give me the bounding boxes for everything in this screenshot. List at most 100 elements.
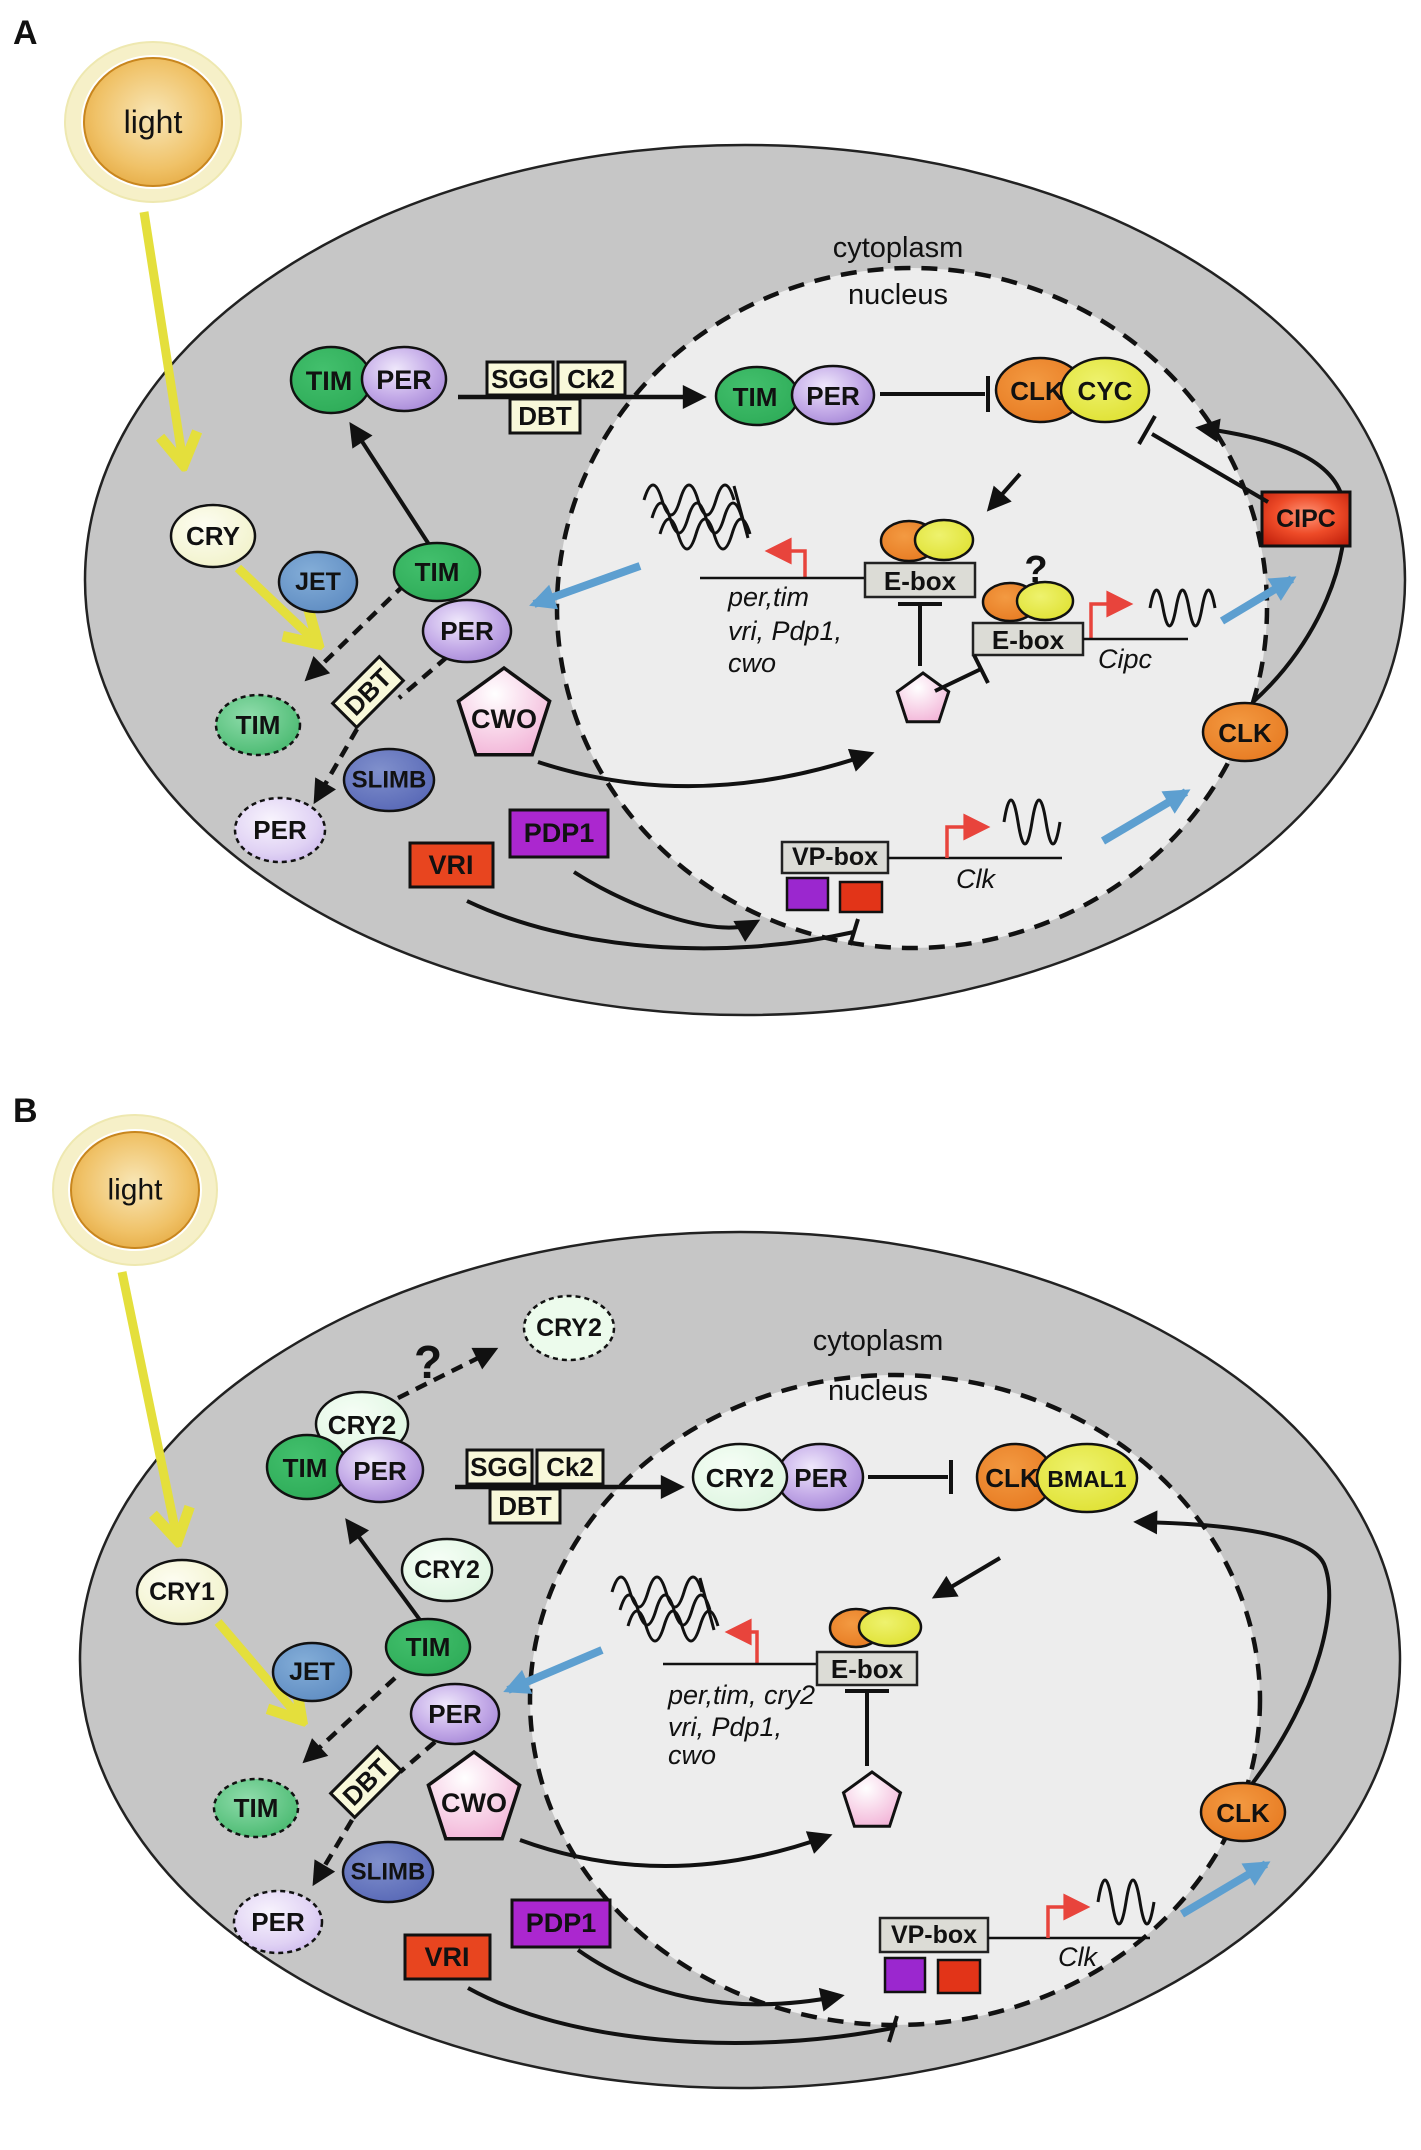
kinase-group-b: SGG Ck2 DBT <box>465 1448 605 1525</box>
clkbmal1-binding-arrow <box>931 1556 1002 1599</box>
per-cplx-label-b: PER <box>353 1456 407 1486</box>
mrna-wave-1 <box>642 483 736 517</box>
cipc-protein: CIPC <box>1260 490 1352 548</box>
tim-degradation-arrow-b <box>302 1676 397 1764</box>
mrna-wave-tail <box>732 485 750 539</box>
mrna-wave-3 <box>658 517 752 551</box>
cwo-nuclear-pentagon-b <box>841 1770 903 1828</box>
per-degraded-label-b: PER <box>251 1907 305 1937</box>
ebox2 <box>971 621 1085 657</box>
clk-ext-label: CLK <box>1218 718 1272 748</box>
clk-ext-oval <box>1201 701 1289 763</box>
tim-free-label: TIM <box>415 557 460 587</box>
mrna-oscillation <box>642 483 752 551</box>
pdp1-activation-arrow <box>572 870 761 942</box>
cwo-entry-arrow <box>537 748 875 789</box>
slimb-oval-b <box>341 1840 435 1904</box>
jet-protein-b: JET <box>271 1641 353 1703</box>
mrna-export-arrow-b <box>503 1646 604 1694</box>
light-arrow-cry <box>234 564 316 642</box>
tim-degraded-label: TIM <box>236 710 281 740</box>
per-label: PER <box>376 365 432 395</box>
jet-oval <box>277 550 359 614</box>
per-free-label-b: PER <box>428 1699 482 1729</box>
gene-list-line3-b: cwo <box>668 1740 716 1770</box>
panel-b: B cytoplasm nucleus light ? CRY2 CRY2 TI… <box>13 1092 1402 2090</box>
ebox2-label: E-box <box>992 625 1065 655</box>
dbt-label2-b: DBT <box>498 1491 552 1521</box>
pdp1-box-b <box>510 1898 612 1949</box>
tim-degraded-oval <box>214 693 302 757</box>
slimb-oval <box>342 747 436 813</box>
tim-free-oval-b <box>384 1617 472 1677</box>
vri-box <box>408 841 495 889</box>
dbt-box2-b <box>488 1487 562 1525</box>
gene-list-line3: cwo <box>728 648 776 678</box>
cry2-nuc-oval <box>691 1442 789 1512</box>
cipc-repression-line <box>1150 432 1270 504</box>
mrna-wave-tail-b <box>698 1577 716 1631</box>
clk-protein-cytoplasm: CLK <box>1201 701 1289 763</box>
light-arrow <box>139 211 183 462</box>
cwo-pentagon-b <box>426 1749 522 1841</box>
per-free-label: PER <box>440 616 494 646</box>
cyc-label: CYC <box>1078 376 1133 406</box>
tim-degraded-label-b: TIM <box>234 1793 279 1823</box>
light-source: light <box>64 41 242 203</box>
per-nuc-oval <box>790 364 876 426</box>
cipc-box <box>1260 490 1352 548</box>
mrna-wave-1-b <box>610 1575 704 1609</box>
vri-label: VRI <box>428 850 473 880</box>
per-free-oval <box>421 598 513 664</box>
clk-mrna-wave-b <box>1096 1878 1156 1926</box>
ebox1-label: E-box <box>884 566 957 596</box>
panel-a: A cytoplasm nucleus light DBT SLIMB TIM … <box>13 14 1407 1017</box>
jet-label: JET <box>295 568 341 596</box>
per-degraded-oval <box>233 796 327 864</box>
dbt-box <box>330 654 406 730</box>
cry2-degraded-label: CRY2 <box>536 1314 602 1342</box>
transcription-arrow-cipc <box>1089 590 1134 638</box>
bmal1-oval <box>1035 1442 1139 1514</box>
transcription-arrow-clk <box>945 813 991 858</box>
vri-repression-line <box>466 899 855 951</box>
cipc-gene-label: Cipc <box>1098 644 1153 674</box>
clk-export-arrow <box>1100 788 1191 845</box>
cwo-protein: CWO <box>456 665 552 757</box>
cwo-tbar2-line <box>934 667 982 693</box>
mrna-wave-2-b <box>618 1593 712 1627</box>
sgg-label-b: SGG <box>470 1452 528 1482</box>
per-oval <box>360 345 448 413</box>
sgg-box <box>485 360 555 397</box>
tim-degraded: TIM <box>214 693 302 757</box>
dbt-box2 <box>508 397 582 435</box>
question-mark: ? <box>1024 549 1047 591</box>
kinase-group: SGG Ck2 DBT <box>485 360 627 435</box>
per-free: PER <box>421 598 513 664</box>
pdp1-protein: PDP1 <box>508 808 610 859</box>
per-nuc-label: PER <box>806 381 860 411</box>
tim-free: TIM <box>392 541 482 603</box>
clk-protein-cytoplasm-b: CLK <box>1199 1781 1287 1843</box>
mrna-wave-2 <box>650 501 744 535</box>
light-arrow-b <box>117 1271 177 1538</box>
ebox-label-b: E-box <box>831 1654 904 1684</box>
cry2-free-label: CRY2 <box>414 1556 480 1584</box>
tim-to-complex-arrow <box>349 421 432 548</box>
clkcyc-binding-arrow <box>986 472 1022 512</box>
slimb-label-b: SLIMB <box>351 1859 426 1886</box>
bmal1-label: BMAL1 <box>1047 1466 1126 1492</box>
cytoplasm-label-b: cytoplasm <box>813 1325 944 1357</box>
tim-cplx-label-b: TIM <box>283 1453 328 1483</box>
per-degraded-label: PER <box>253 815 307 845</box>
clk-mrna-wave <box>1002 798 1062 846</box>
panel-label-b: B <box>13 1092 38 1130</box>
cytoplasm-label: cytoplasm <box>833 232 964 264</box>
vpbox-b <box>878 1916 990 1954</box>
cry1-protein: CRY1 <box>135 1558 229 1626</box>
cry2-degraded: CRY2 <box>522 1294 616 1362</box>
per-degradation-line1-b <box>398 1740 437 1774</box>
cry2-tim-per-complex: CRY2 TIM PER <box>265 1390 425 1504</box>
cwo-label-b: CWO <box>441 1788 507 1818</box>
cipc-repression-tbar <box>1137 415 1157 445</box>
